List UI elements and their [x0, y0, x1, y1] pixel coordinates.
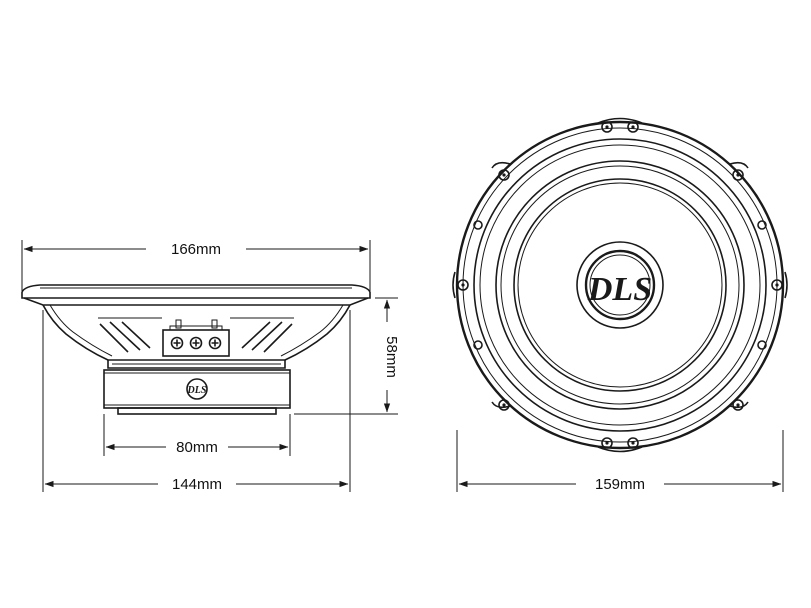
dust-cap-logo-mark: DLS — [587, 271, 652, 308]
dimension-label-58: 58mm — [383, 336, 400, 378]
dimension-frame-width: 166mm — [23, 241, 369, 258]
mounting-hole-icon — [473, 220, 483, 230]
dimension-depth: 58mm — [383, 299, 400, 413]
speaker-basket — [42, 304, 351, 369]
mounting-hole-icon — [732, 399, 744, 411]
mounting-holes — [457, 121, 783, 449]
magnet-logo: DLS — [186, 378, 208, 400]
mounting-hole-icon — [473, 340, 483, 350]
side-view-extension-lines — [21, 240, 398, 492]
magnet-logo-mark: DLS — [187, 385, 207, 396]
mounting-hole-icon — [601, 437, 613, 449]
mounting-hole-icon — [771, 279, 783, 291]
dimension-label-159: 159mm — [595, 476, 645, 493]
dimension-label-144: 144mm — [172, 476, 222, 493]
mounting-hole-icon — [627, 121, 639, 133]
surround-and-cone — [495, 160, 745, 410]
dimension-magnet-width: 80mm — [105, 439, 289, 456]
mounting-hole-icon — [498, 169, 510, 181]
dimension-label-80: 80mm — [176, 439, 218, 456]
side-view: DLS 166mm 58mm — [21, 240, 400, 493]
mounting-hole-icon — [498, 399, 510, 411]
dimension-basket-width: 144mm — [44, 476, 349, 493]
mounting-hole-icon — [732, 169, 744, 181]
mounting-flange — [21, 284, 371, 306]
magnet-assembly: DLS — [103, 369, 291, 415]
dimension-front-diameter: 159mm — [456, 430, 784, 493]
mounting-hole-icon — [457, 279, 469, 291]
mounting-hole-icon — [601, 121, 613, 133]
dimension-label-166: 166mm — [171, 241, 221, 258]
mounting-hole-icon — [627, 437, 639, 449]
mounting-hole-icon — [757, 220, 767, 230]
terminal-screw-icon — [170, 336, 184, 350]
dls-logo: DLS — [587, 271, 652, 308]
tab-scallops — [452, 117, 788, 453]
terminal-screw-icon — [208, 336, 222, 350]
terminal-screw-icon — [189, 336, 203, 350]
front-view: DLS 159mm — [452, 117, 788, 493]
terminal-block — [162, 319, 230, 357]
dust-cap: DLS — [576, 241, 664, 329]
mounting-hole-icon — [757, 340, 767, 350]
